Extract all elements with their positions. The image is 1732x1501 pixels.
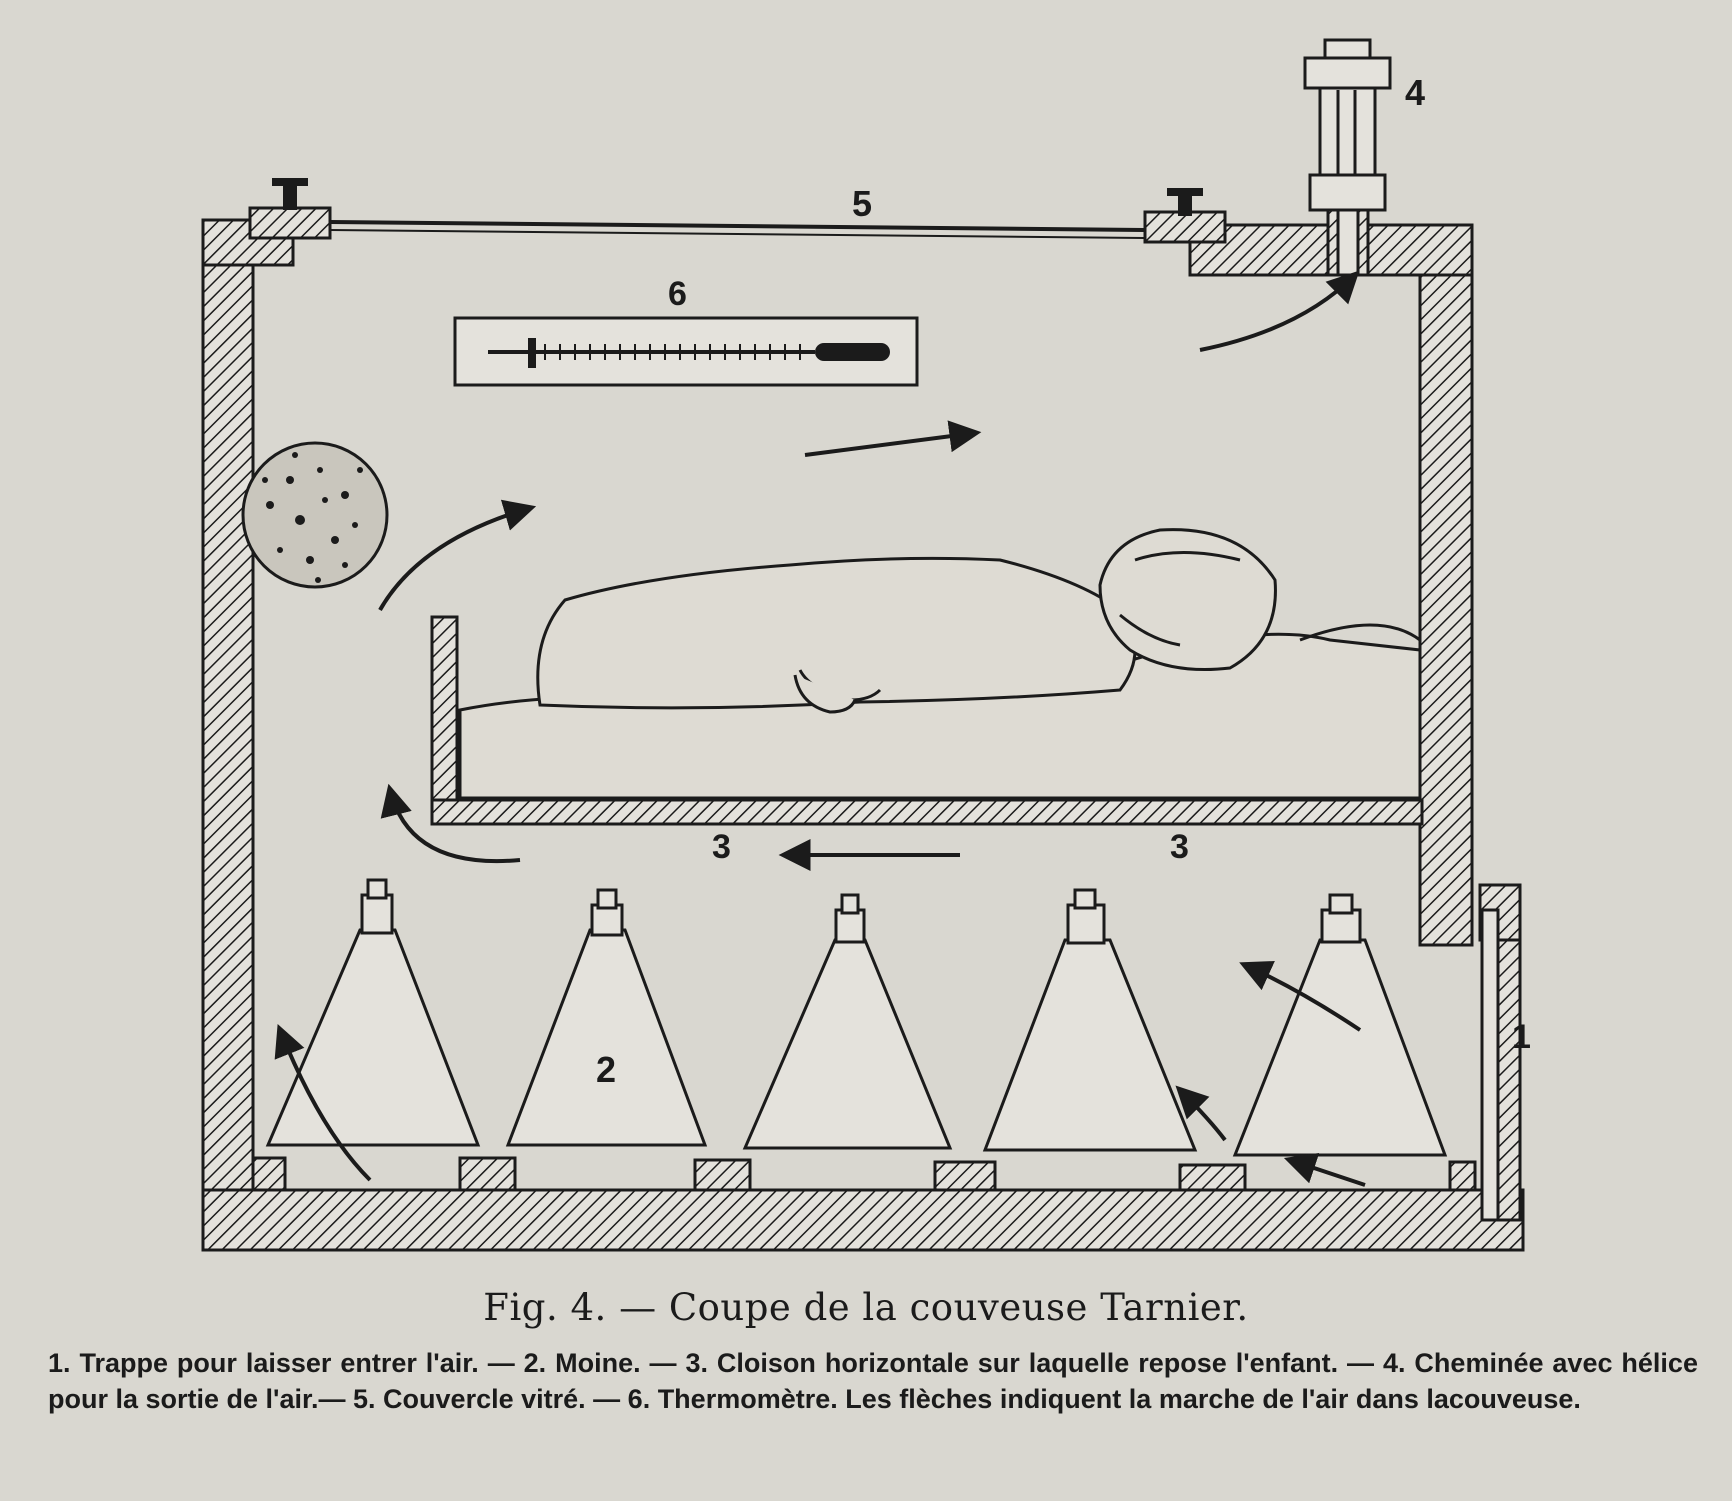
lid-screw-left-icon — [272, 178, 308, 210]
sponge — [241, 441, 389, 589]
heater-cone — [505, 888, 708, 1147]
chimney — [1303, 38, 1392, 277]
air-trap — [1478, 883, 1522, 1222]
label-cloison-left: 3 — [712, 828, 731, 866]
label-couvercle: 5 — [852, 183, 872, 224]
legend-item-1: 1. Trappe pour laisser entrer l'air. — — [48, 1348, 515, 1378]
thermometer — [453, 316, 919, 387]
label-cheminee: 4 — [1405, 72, 1425, 113]
horizontal-partition — [430, 615, 1424, 826]
label-trappe: 1 — [1512, 1018, 1531, 1056]
incubator-cross-section: 1 2 3 3 4 5 6 — [201, 38, 1531, 1252]
heater-cone — [265, 878, 481, 1147]
label-cloison-right: 3 — [1170, 828, 1189, 866]
glass-lid — [272, 178, 1203, 239]
heater-cone — [742, 893, 953, 1150]
legend-item-3: 3. Cloison horizontale sur laquelle repo… — [685, 1348, 1375, 1378]
figure-legend: 1. Trappe pour laisser entrer l'air. — 2… — [48, 1345, 1698, 1417]
infant — [458, 528, 1422, 800]
airflow-arrows — [274, 270, 1366, 1187]
figure-caption: Fig. 4. — Coupe de la couveuse Tarnier. — [483, 1286, 1249, 1329]
legend-item-4: 4. Cheminée avec hélice pour la sortie d… — [48, 1348, 1698, 1414]
legend-item-5: 5. Couvercle vitré. — — [353, 1384, 621, 1414]
legend-item-2: 2. Moine. — — [523, 1348, 677, 1378]
label-moine: 2 — [596, 1049, 616, 1090]
lid-screw-right-icon — [1167, 188, 1203, 216]
legend-item-6: 6. Thermomètre. Les flèches indiquent la… — [627, 1384, 1581, 1414]
heater-cone — [1232, 893, 1448, 1157]
heaters — [265, 878, 1448, 1157]
heater-cone — [982, 888, 1198, 1152]
incubator-walls — [201, 206, 1525, 1252]
base-supports — [251, 1156, 1477, 1192]
label-thermometre: 6 — [668, 275, 687, 313]
